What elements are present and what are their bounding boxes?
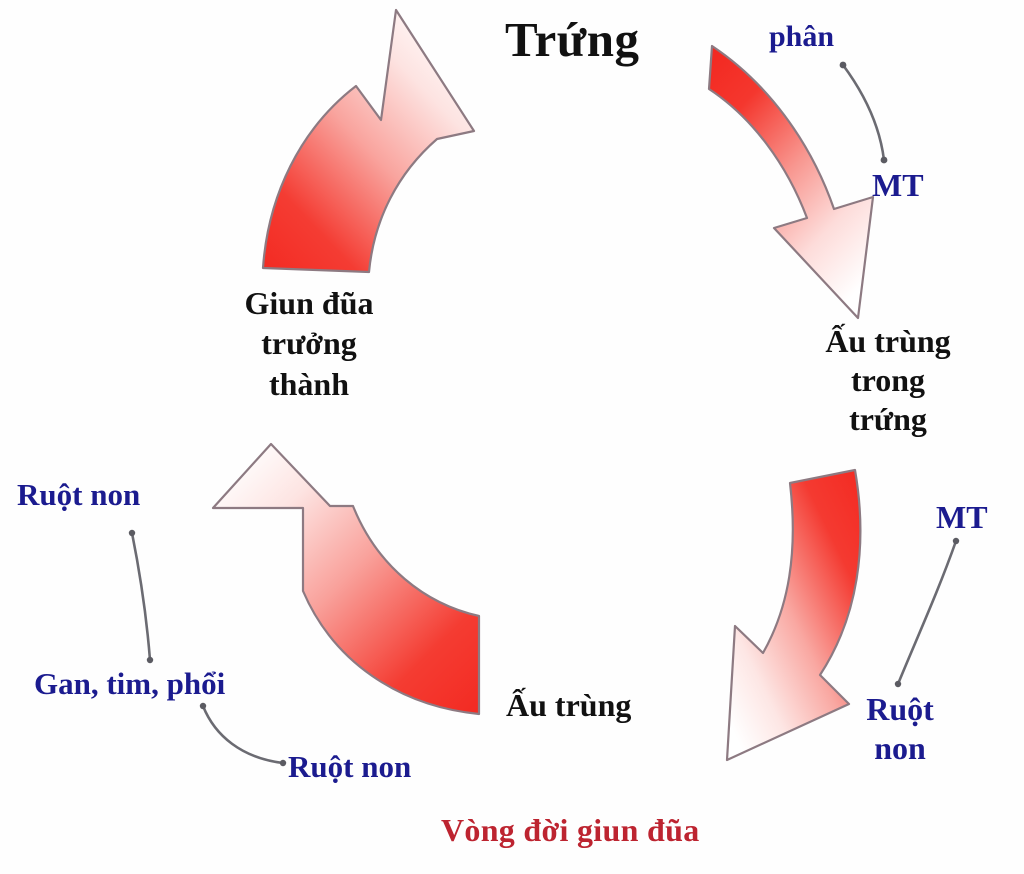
arrow-adult-to-egg xyxy=(261,8,476,274)
annotation-feces: phân xyxy=(769,20,835,53)
connector-ruot-non-bottom-to-gan-tim-phoi xyxy=(199,702,287,767)
connector-phan-to-mt xyxy=(839,61,888,164)
diagram-caption: Vòng đời giun đũa xyxy=(441,812,700,848)
arrow-egg-to-larva-in-egg xyxy=(707,44,875,320)
connector-mt-to-ruot-non xyxy=(894,537,960,688)
arrow-larva-in-egg-to-larva xyxy=(725,468,862,762)
stage-label-egg: Trứng xyxy=(505,12,640,67)
connector-ruot-non-to-gan-tim-phoi xyxy=(128,529,154,664)
annotation-small-intestine-left: Ruột non xyxy=(17,477,141,512)
stage-label-larva-in-egg: Ấu trùng trong trứng xyxy=(825,323,951,438)
arrow-larva-to-adult xyxy=(211,442,481,716)
annotation-small-intestine-right: Ruột non xyxy=(866,691,934,767)
annotation-environment-1: MT xyxy=(872,167,924,203)
annotation-environment-2: MT xyxy=(936,499,988,535)
annotation-small-intestine-bottom: Ruột non xyxy=(288,749,412,784)
stage-label-larva: Ấu trùng xyxy=(506,687,632,723)
stage-label-adult-worm: Giun đũa trưởng thành xyxy=(244,285,374,402)
annotation-liver-heart-lung: Gan, tim, phổi xyxy=(34,666,226,701)
